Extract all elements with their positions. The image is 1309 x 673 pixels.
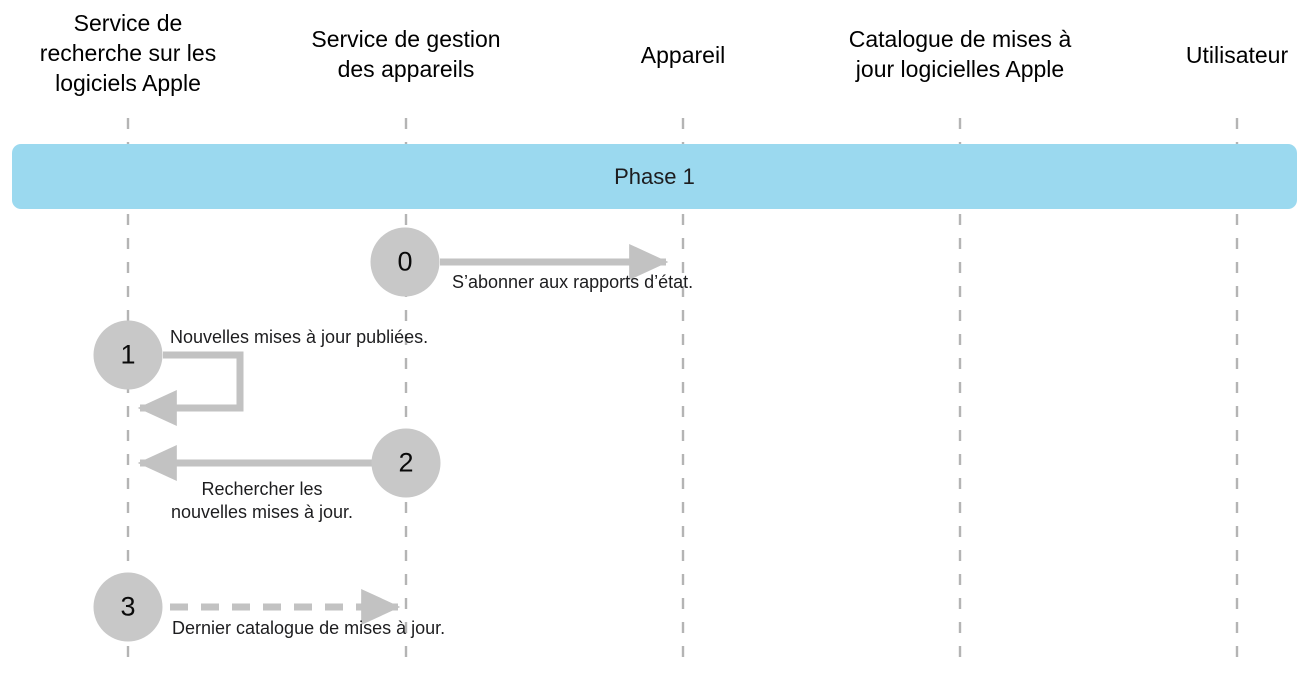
step-circle-3: 3 — [93, 572, 163, 642]
lifeline-header-device: Appareil — [640, 42, 726, 68]
step-circle-2: 2 — [371, 428, 441, 498]
message-label-step-1: Nouvelles mises à jour publiées. — [170, 327, 429, 347]
lifeline-header-catalog: Catalogue de mises à jour logicielles Ap… — [848, 26, 1072, 82]
lifeline-header-user: Utilisateur — [1185, 42, 1289, 68]
message-arrow-step-1 — [137, 351, 244, 427]
message-label-step-2: Rechercher les nouvelles mises à jour. — [170, 479, 354, 522]
step-circle-0: 0 — [370, 227, 440, 297]
phase-band: Phase 1 — [12, 144, 1297, 209]
step-circle-1: 1 — [93, 320, 163, 390]
phase-label: Phase 1 — [614, 163, 695, 189]
message-label-step-3: Dernier catalogue de mises à jour. — [172, 618, 446, 638]
message-label-step-0: S’abonner aux rapports d’état. — [452, 272, 694, 292]
lifeline-header-lookup: Service de recherche sur les logiciels A… — [39, 10, 217, 96]
lifeline-header-mdm: Service de gestion des appareils — [311, 26, 501, 82]
